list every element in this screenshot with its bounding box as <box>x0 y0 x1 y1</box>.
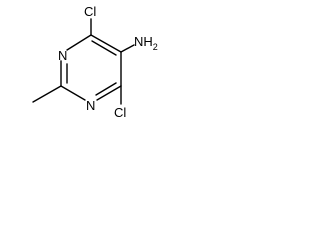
bond-c6-n1-double <box>95 82 117 96</box>
bond-c2-methyl <box>32 85 62 103</box>
atom-nh2: NH2 <box>134 34 158 52</box>
bond-n3-c4 <box>66 34 92 51</box>
bond-c4-c5-double <box>91 40 117 56</box>
atom-n-lower: N <box>86 98 95 113</box>
atom-cl-bottom: Cl <box>114 105 126 120</box>
structure-diagram: N N Cl Cl NH2 <box>0 0 166 138</box>
atom-nh2-subscript: 2 <box>153 42 158 52</box>
pyrimidine-structure-svg: N N Cl Cl NH2 <box>32 4 158 120</box>
bond-c5-nh2 <box>120 44 135 53</box>
bond-c4-c5 <box>90 34 122 53</box>
bond-n1-c2 <box>60 85 86 101</box>
bond-c6-n1 <box>96 85 122 101</box>
atom-nh2-main: NH <box>134 34 153 49</box>
atom-n-upper: N <box>58 48 67 63</box>
atom-cl-top: Cl <box>84 4 96 19</box>
